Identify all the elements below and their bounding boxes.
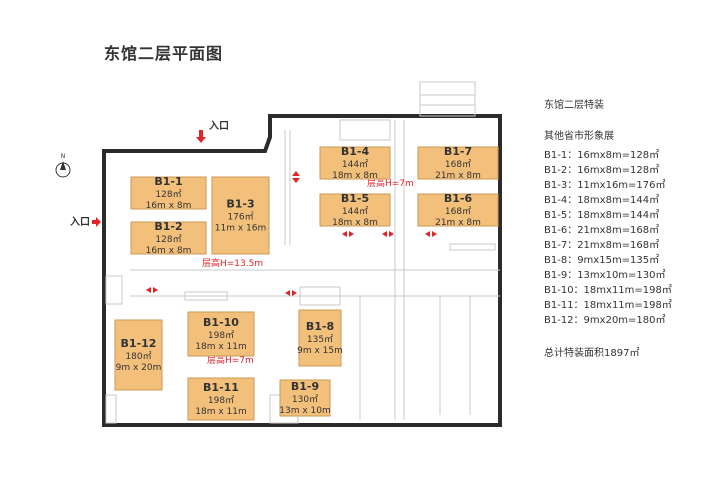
doorway-arrow-3 xyxy=(285,290,297,296)
legend-item: B1-11：18mx11m=198㎡ xyxy=(544,300,672,311)
booth-dimensions: 13m x 10m xyxy=(279,406,331,416)
legend-title: 东馆二层特装 xyxy=(544,100,604,111)
booth-area xyxy=(130,176,207,210)
height-label-upper: 层高H=7m xyxy=(367,177,414,189)
booth-area-value: 130㎡ xyxy=(292,394,318,405)
booth-dimensions: 11m x 16m xyxy=(215,224,267,234)
legend-item: B1-7：21mx8m=168㎡ xyxy=(544,240,660,251)
booth-area xyxy=(211,176,270,255)
booth-id: B1-3 xyxy=(226,198,254,211)
doorway-arrow-1 xyxy=(292,171,300,183)
booth-id: B1-12 xyxy=(121,337,157,350)
booth-area-value: 168㎡ xyxy=(445,206,471,217)
booth-id: B1-9 xyxy=(291,380,319,393)
booth-id: B1-10 xyxy=(203,316,239,329)
booth-id: B1-5 xyxy=(341,192,369,205)
booth-dimensions: 21m x 8m xyxy=(435,171,481,181)
compass: N xyxy=(55,153,71,178)
booth-area-value: 198㎡ xyxy=(208,330,234,341)
booth-id: B1-4 xyxy=(341,145,370,158)
booth-id: B1-7 xyxy=(444,145,472,158)
doorway-arrow-5 xyxy=(382,231,394,237)
doorway-arrows xyxy=(146,171,437,296)
booth-area xyxy=(187,311,255,357)
booth-dimensions: 18m x 11m xyxy=(195,342,247,352)
legend-item: B1-6：21mx8m=168㎡ xyxy=(544,225,660,236)
legend-total: 总计特装面积1897㎡ xyxy=(544,348,640,359)
legend-item: B1-5：18mx8m=144㎡ xyxy=(544,210,660,221)
legend-subtitle: 其他省市形象展 xyxy=(544,131,614,142)
booth-area xyxy=(114,319,163,391)
legend-items: B1-1：16mx8m=128㎡ B1-2：16mx8m=128㎡ B1-3：11m… xyxy=(544,148,672,328)
booth-dimensions: 9m x 15m xyxy=(297,346,343,356)
legend-item: B1-10：18mx11m=198㎡ xyxy=(544,285,672,296)
height-label-main: 层高H=13.5m xyxy=(202,257,263,269)
booth-id: B1-11 xyxy=(203,381,239,394)
booth-area-value: 144㎡ xyxy=(342,159,368,170)
booth-area-value: 168㎡ xyxy=(445,159,471,170)
booth-area xyxy=(319,193,391,227)
booth-area-value: 128㎡ xyxy=(155,234,181,245)
booth-dimensions: 18m x 8m xyxy=(332,171,378,181)
doorway-arrow-2 xyxy=(146,287,158,293)
entrance-left-label: 入口 xyxy=(70,216,90,228)
height-label-lower: 层高H=7m xyxy=(207,354,254,366)
doorway-arrow-6 xyxy=(425,231,437,237)
booth-area-value: 176㎡ xyxy=(227,212,253,223)
booth-area xyxy=(298,309,342,367)
doorway-arrow-4 xyxy=(342,231,354,237)
booth-area-value: 180㎡ xyxy=(125,351,151,362)
outer-walls xyxy=(102,114,502,427)
interior-lines xyxy=(105,81,500,424)
booth-dimensions: 18m x 8m xyxy=(332,218,378,228)
legend-item: B1-2：16mx8m=128㎡ xyxy=(544,165,660,176)
entrance-left: 入口 xyxy=(70,216,101,228)
booth-dimensions: 21m x 8m xyxy=(435,218,481,228)
entrance-top-label: 入口 xyxy=(209,120,229,132)
entrance-top: 入口 xyxy=(196,120,229,143)
booth-dimensions: 16m x 8m xyxy=(146,201,192,211)
booth-area xyxy=(417,146,499,180)
booth-area-value: 135㎡ xyxy=(307,334,333,345)
compass-label: N xyxy=(61,153,66,160)
legend-item: B1-12：9mx20m=180㎡ xyxy=(544,315,666,326)
legend: 东馆二层特装 其他省市形象展 B1-1：16mx8m=128㎡ B1-2：16mx… xyxy=(544,96,672,359)
legend-item: B1-8：9mx15m=135㎡ xyxy=(544,255,660,266)
booth-dimensions: 16m x 8m xyxy=(146,246,192,256)
booth-area-value: 198㎡ xyxy=(208,395,234,406)
map-title: 东馆二层平面图 xyxy=(104,44,224,63)
booth-id: B1-6 xyxy=(444,192,473,205)
booth-area xyxy=(130,221,207,255)
booth-dimensions: 18m x 11m xyxy=(195,407,247,417)
legend-item: B1-9：13mx10m=130㎡ xyxy=(544,270,666,281)
booth-area xyxy=(279,379,331,417)
booth-area xyxy=(319,146,391,180)
booth-dimensions: 9m x 20m xyxy=(116,363,162,373)
legend-item: B1-3：11mx16m=176㎡ xyxy=(544,180,666,191)
booth-id: B1-8 xyxy=(306,320,334,333)
booth-area xyxy=(187,377,255,421)
booth-area-value: 128㎡ xyxy=(155,189,181,200)
booth-id: B1-2 xyxy=(154,220,182,233)
legend-item: B1-4：18mx8m=144㎡ xyxy=(544,195,660,206)
legend-item: B1-1：16mx8m=128㎡ xyxy=(544,150,660,161)
booth-id: B1-1 xyxy=(154,175,182,188)
booth-area xyxy=(417,193,499,227)
booth-area-value: 144㎡ xyxy=(342,206,368,217)
